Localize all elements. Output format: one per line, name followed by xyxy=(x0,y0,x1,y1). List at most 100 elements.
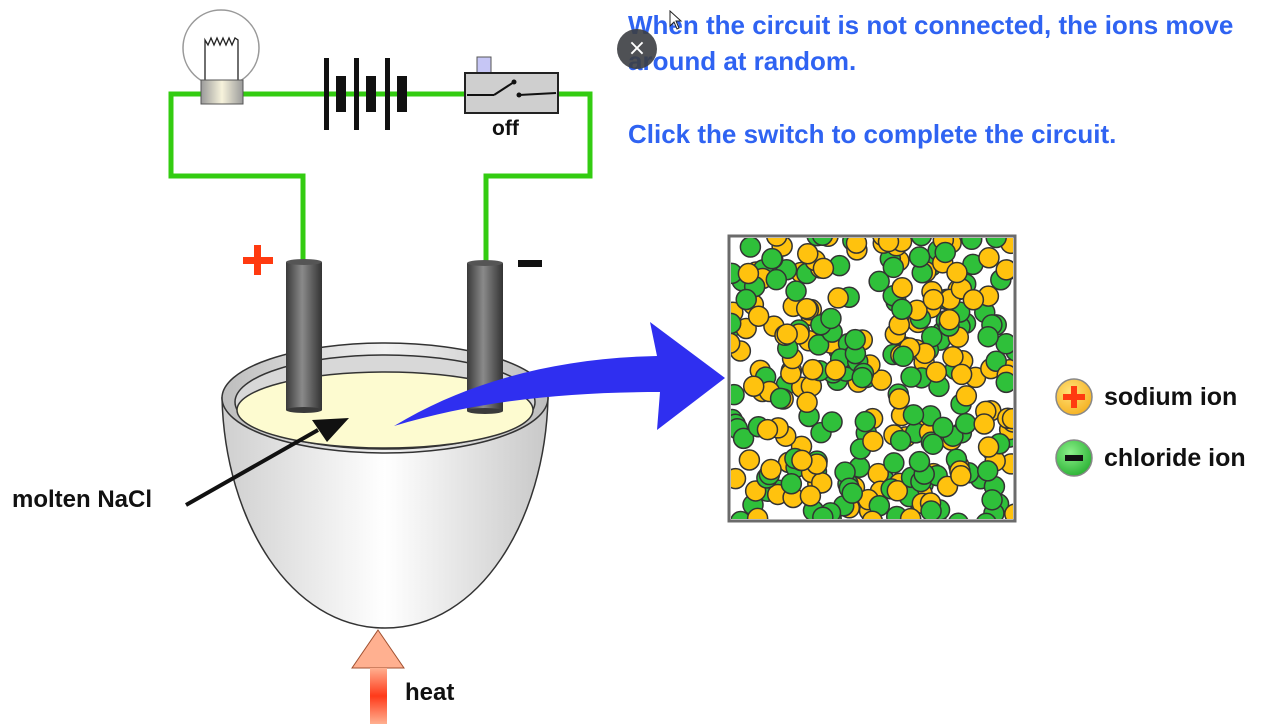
chloride-ion-icon xyxy=(1055,439,1093,477)
chloride-ion xyxy=(731,383,745,406)
sodium-ion xyxy=(738,449,761,471)
sodium-ion xyxy=(899,507,922,519)
sodium-ion xyxy=(962,289,985,311)
sodium-ion xyxy=(742,375,765,397)
sodium-ion xyxy=(950,363,973,386)
sodium-ion xyxy=(799,485,822,507)
heat-label: heat xyxy=(405,679,455,706)
sodium-ion-label: sodium ion xyxy=(1104,382,1238,411)
chloride-ion xyxy=(731,510,752,519)
sodium-ion xyxy=(950,465,972,487)
heat-arrow-icon xyxy=(351,629,405,724)
chloride-ion xyxy=(985,238,1007,249)
sodium-ion xyxy=(942,345,964,368)
chloride-ion xyxy=(902,404,925,426)
sodium-ion xyxy=(760,458,782,481)
sodium-ion xyxy=(938,309,961,331)
light-bulb-icon xyxy=(182,9,260,105)
chloride-ion xyxy=(883,452,905,474)
chloride-ion xyxy=(785,280,807,302)
ion-particles xyxy=(731,238,1013,519)
chloride-ion xyxy=(735,288,757,311)
sodium-ion-icon xyxy=(1055,378,1093,416)
sodium-ion xyxy=(791,449,813,472)
chloride-ion xyxy=(731,312,742,335)
chloride-ion xyxy=(976,512,997,519)
sodium-ion xyxy=(797,243,819,265)
sodium-ion xyxy=(731,332,741,354)
circuit-wires xyxy=(168,91,593,262)
chloride-ion xyxy=(976,460,999,482)
mouse-cursor-icon xyxy=(669,10,683,30)
chloride-ion xyxy=(812,506,834,519)
sodium-ion xyxy=(886,480,909,502)
sodium-ion xyxy=(747,305,770,327)
legend-chloride: chloride ion xyxy=(1054,438,1246,478)
zoom-arrow-icon xyxy=(394,322,725,430)
chloride-ion xyxy=(889,429,912,452)
chloride-ion xyxy=(910,238,932,247)
battery-icon xyxy=(324,58,407,130)
sodium-ion xyxy=(862,430,884,452)
sodium-ion xyxy=(973,413,995,435)
chloride-ion xyxy=(981,489,1003,511)
chloride-ion xyxy=(922,433,944,455)
chloride-ion xyxy=(932,416,954,439)
chloride-ion xyxy=(955,412,977,435)
chloride-ion xyxy=(812,238,833,247)
chloride-ion xyxy=(995,371,1013,394)
legend-sodium: sodium ion xyxy=(1054,377,1237,417)
sodium-ion xyxy=(1004,503,1013,519)
chloride-ion xyxy=(891,298,913,320)
sodium-ion xyxy=(922,288,945,311)
chloride-ion xyxy=(780,472,803,495)
chloride-ion xyxy=(948,512,969,519)
close-icon: × xyxy=(627,36,647,61)
sodium-ion xyxy=(801,358,824,381)
sodium-ion xyxy=(925,361,948,383)
chloride-ion xyxy=(908,246,931,268)
chloride-ion xyxy=(820,307,842,330)
anode-rod xyxy=(286,259,322,413)
close-button[interactable]: × xyxy=(617,29,657,69)
chloride-ion xyxy=(769,387,792,410)
circuit-switch[interactable] xyxy=(464,56,559,114)
sodium-ion xyxy=(877,238,900,253)
negative-sign xyxy=(518,260,542,267)
sodium-ion xyxy=(796,391,818,414)
sodium-ion xyxy=(795,297,818,320)
chloride-ion xyxy=(868,270,890,293)
chloride-ion xyxy=(851,366,873,389)
nacl-pointer-arrow xyxy=(185,418,349,507)
sodium-ion xyxy=(824,359,847,381)
sodium-ion xyxy=(731,467,747,490)
chloride-ion xyxy=(761,247,783,270)
sodium-ion xyxy=(845,238,868,254)
molten-nacl-label: molten NaCl xyxy=(12,486,153,513)
chloride-ion xyxy=(900,366,922,388)
sodium-ion xyxy=(812,257,835,280)
chloride-ion xyxy=(908,450,931,473)
chloride-ion xyxy=(841,482,864,504)
sodium-ion xyxy=(977,436,1000,458)
sodium-ion xyxy=(946,261,968,284)
chloride-ion xyxy=(882,256,905,279)
sodium-ion xyxy=(861,510,883,519)
chloride-ion xyxy=(892,345,914,368)
sodium-ion xyxy=(776,323,798,345)
chloride-ion xyxy=(821,411,843,433)
chloride-ion xyxy=(960,238,983,251)
chloride-ion xyxy=(977,325,999,348)
sodium-ion xyxy=(756,418,779,441)
chloride-ion xyxy=(765,268,788,291)
sodium-ion xyxy=(978,246,1000,269)
chloride-ion xyxy=(844,328,866,351)
switch-state-label: off xyxy=(492,117,519,140)
sodium-ion xyxy=(1001,407,1013,430)
chloride-ion xyxy=(934,241,956,264)
sodium-ion xyxy=(746,507,769,519)
instruction-text: When the circuit is not connected, the i… xyxy=(628,10,1234,76)
chloride-ion xyxy=(732,427,755,450)
chloride-ion-label: chloride ion xyxy=(1104,443,1246,472)
